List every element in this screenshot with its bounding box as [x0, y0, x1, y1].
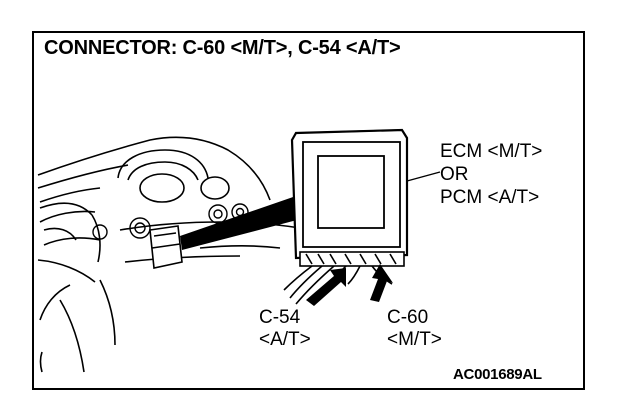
connector-c60-transmission: <M/T> — [387, 329, 442, 350]
module-label: ECM <M/T> OR PCM <A/T> — [440, 140, 542, 209]
connector-c54-label: C-54 <A/T> — [259, 307, 311, 351]
module-leader-line — [406, 171, 441, 182]
diagram-title: CONNECTOR: C-60 <M/T>, C-54 <A/T> — [44, 37, 401, 59]
connector-c60-id: C-60 — [387, 307, 429, 328]
c54-arrow — [306, 268, 346, 306]
module-label-line3: PCM <A/T> — [440, 187, 540, 208]
steering-wheel — [39, 202, 101, 263]
module-connectors — [299, 251, 405, 267]
figure-code: AC001689AL — [453, 366, 542, 383]
connector-c54-transmission: <A/T> — [259, 329, 311, 350]
instrument-cluster — [117, 149, 230, 203]
c60-arrow — [370, 264, 393, 302]
connector-c60-label: C-60 <M/T> — [387, 307, 442, 351]
callout-wedge — [180, 196, 297, 250]
ecm-pcm-module — [290, 128, 409, 260]
module-location-marker — [149, 225, 183, 269]
module-label-line1: ECM <M/T> — [440, 141, 543, 162]
connector-c54-id: C-54 — [259, 307, 301, 328]
module-label-line2: OR — [440, 164, 469, 185]
